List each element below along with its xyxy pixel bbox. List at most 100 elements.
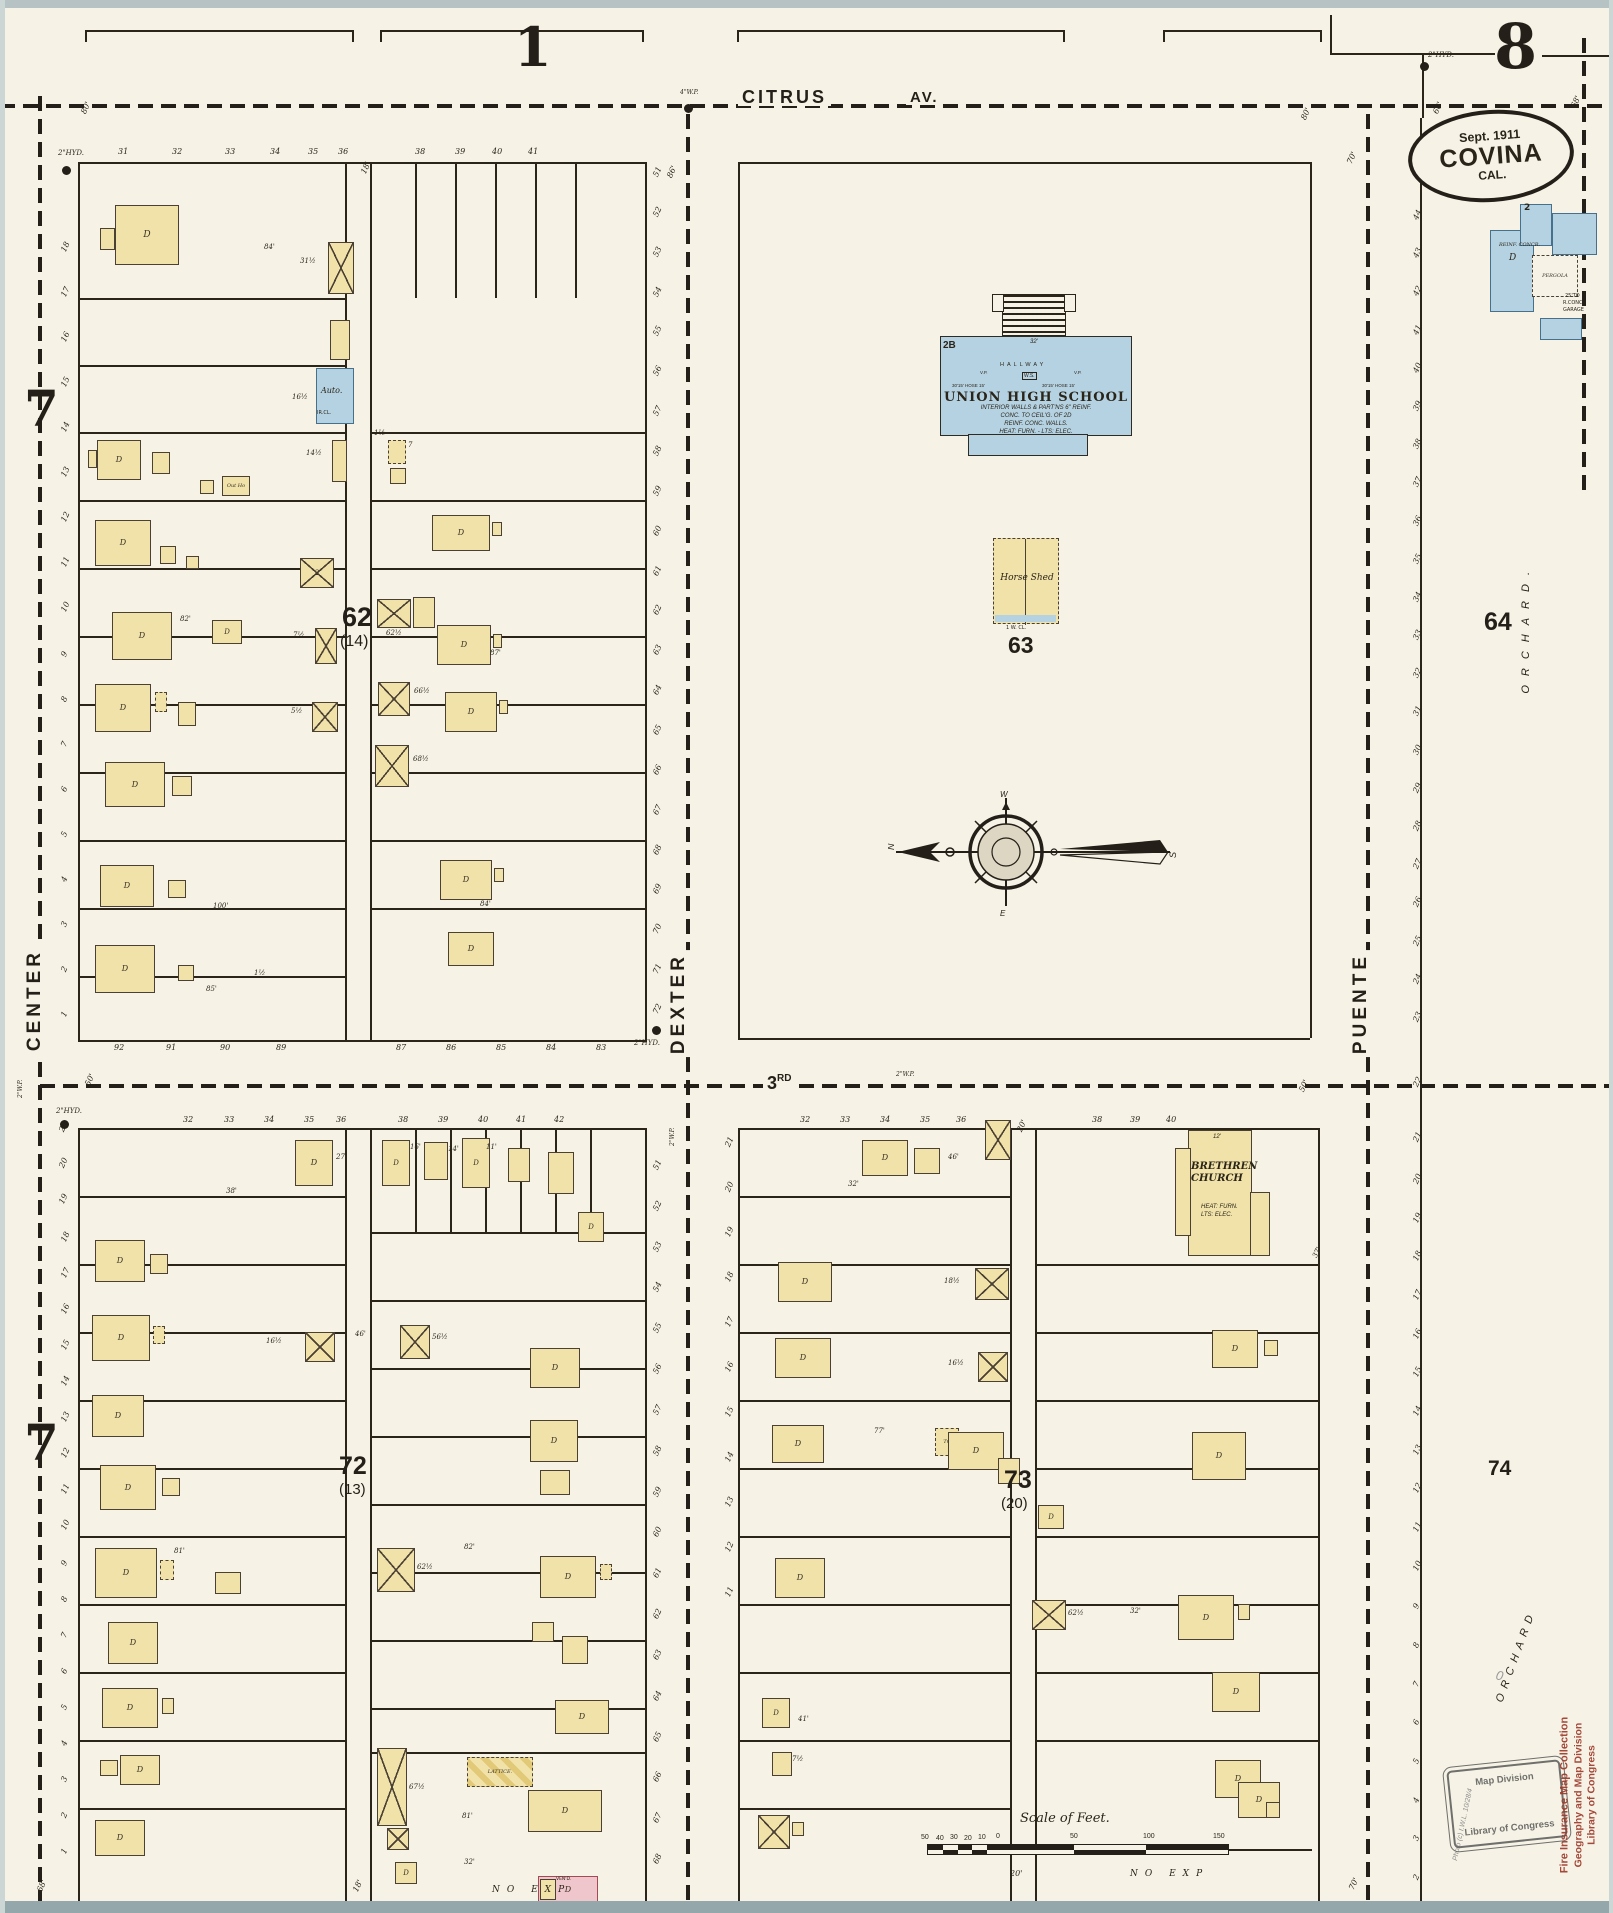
map-label: 46' [948,1153,959,1161]
map-label: 39 [455,147,466,156]
map-line [738,1536,1010,1538]
building: D [432,515,490,551]
building: D [440,860,492,900]
building-label: D [126,1703,134,1712]
lot-number: 1 [59,1009,70,1019]
lot-number: 18 [59,1230,72,1244]
map-line [78,1536,345,1538]
lot-number: 31 [1411,704,1424,718]
lot-number: 20 [723,1180,736,1194]
building: D [578,1212,604,1242]
map-line [370,1752,645,1754]
building: D [120,1755,160,1785]
building [1266,1802,1280,1818]
map-line [78,636,345,638]
map-line [1163,30,1320,32]
map-label: 66½ [414,687,430,695]
lot-number: 35 [1411,552,1424,566]
street-center: CENTER [24,946,46,1055]
building [186,556,199,569]
map-label: 31 [118,147,129,156]
building: D [772,1425,824,1463]
map-line [738,1808,1010,1810]
block-63-number: 63 [1008,632,1034,658]
building-label: D [564,1884,572,1894]
street-third-suffix: RD [777,1073,792,1084]
lot-number: 67 [651,803,664,817]
lot-number: 62 [651,1607,664,1621]
school-main-building [940,336,1132,436]
lot-number: 61 [651,564,664,578]
map-label: 33 [224,1115,235,1124]
map-label: 89 [276,1043,287,1052]
building: LATTICE. [467,1757,533,1787]
lot-number: 61 [651,1566,664,1580]
map-line [370,1640,645,1642]
red-stamp-line-2: Geography and Map Division [1572,1722,1585,1868]
map-line [737,30,739,42]
map-line [1035,1264,1318,1266]
lot-number: 32 [1411,666,1424,680]
map-label: 68½ [413,755,429,763]
lot-number: 60 [651,524,664,538]
building-label: D [1202,1612,1210,1622]
map-line [738,1740,1010,1742]
map-label: 84' [480,900,491,908]
map-line [78,840,345,842]
building [914,1148,940,1174]
lot-number: 16 [59,1302,72,1316]
brethren-church: BRETHREN CHURCH HEAT: FURN. LTS: ELEC. 1… [1175,1128,1275,1260]
building-label: D [551,1363,559,1372]
map-label: Auto. [321,386,343,395]
building [328,242,354,294]
lot-number: 13 [723,1495,736,1509]
building-label: Out Ho [226,482,246,489]
lot-number: 57 [651,1403,664,1417]
map-label: 40 [1166,1115,1177,1124]
building [162,1478,180,1496]
map-line [738,1038,1310,1040]
lot-number: 59 [651,484,664,498]
school-rear-wing [968,434,1088,456]
lot-number: 20 [1411,1172,1424,1186]
building [600,1564,612,1580]
lot-number: 14 [59,420,72,434]
map-line [78,1740,345,1742]
building [400,1325,430,1359]
building: D [778,1262,832,1302]
map-line [370,1436,645,1438]
map-line [78,1468,345,1470]
lot-number: 13 [59,465,72,479]
map-label: 82' [464,1543,475,1551]
lot-number: 54 [651,1280,664,1294]
map-label: VEN'D. [556,1877,572,1882]
map-line [415,1128,417,1232]
building: D [95,945,155,993]
building: D [95,1240,145,1282]
map-line [370,908,645,910]
lot-number: 55 [651,324,664,338]
map-label: 7½ [792,1755,804,1763]
building: D [295,1140,333,1186]
map-line [370,432,645,434]
lot-number: 37 [1411,475,1424,489]
school-vp-right: V.P. [1074,370,1082,375]
building [792,1822,804,1836]
building: D [762,1698,790,1728]
building: D [382,1140,410,1186]
building [315,628,337,664]
lot-number: 17 [723,1315,736,1329]
map-label: 60' [1431,100,1445,116]
map-label: 80' [1299,106,1313,122]
lot-number: 68 [651,1852,664,1866]
scale-tick-0: 0 [996,1833,1000,1840]
building [178,702,196,726]
scale-tick-30: 30 [950,1834,958,1841]
map-line [1320,30,1322,42]
building-label: D [460,640,468,649]
map-label: 36 [338,147,349,156]
map-line [738,1400,1010,1402]
scan-edge-top [0,0,1613,8]
map-label: 2 [1524,203,1531,213]
lot-number: 25 [1411,934,1424,948]
